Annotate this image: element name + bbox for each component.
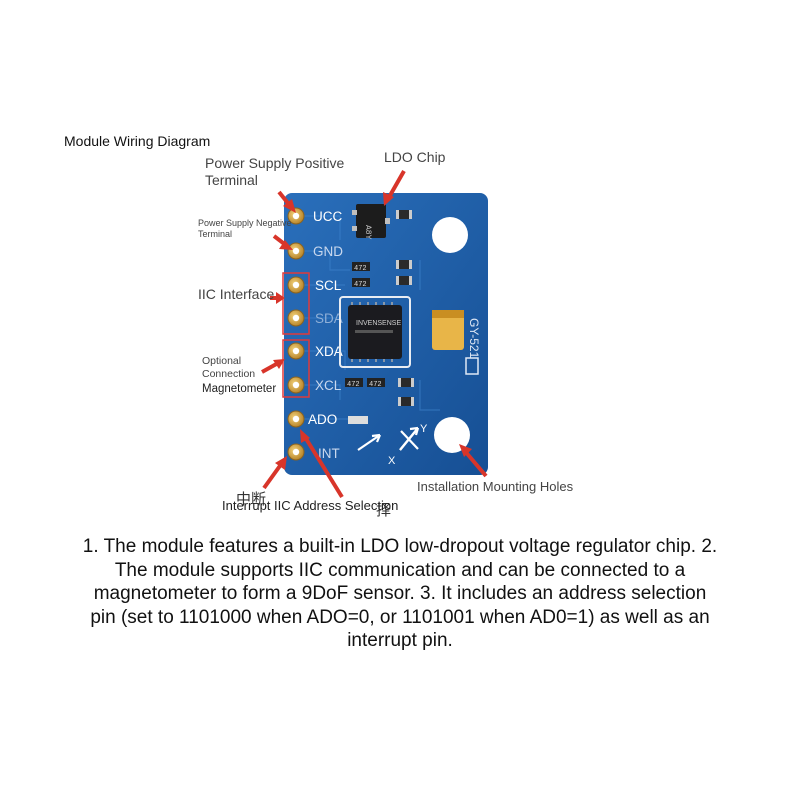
arrow-power-negative-icon bbox=[272, 234, 293, 250]
diagram-title: Module Wiring Diagram bbox=[64, 133, 211, 149]
callout-optional-connection: Optional Connection bbox=[202, 355, 256, 380]
pin-label-int: INT bbox=[318, 446, 340, 461]
arrow-interrupt-icon bbox=[262, 456, 287, 490]
arrow-address-icon bbox=[300, 429, 344, 499]
ldo-chip bbox=[356, 204, 386, 238]
pin-label-ado: ADO bbox=[308, 412, 337, 427]
optional-callout-box bbox=[282, 339, 310, 398]
callout-power-negative: Power Supply Negative Terminal bbox=[198, 218, 292, 239]
mounting-hole-bottom bbox=[434, 417, 470, 453]
arrow-iic-icon bbox=[270, 292, 285, 304]
resistor-marking-3: 472 bbox=[347, 381, 360, 389]
arrow-power-positive-icon bbox=[277, 190, 296, 213]
callout-interrupt-address: Interrupt IIC Address Selection bbox=[222, 498, 399, 513]
stray-text-1: 中断 bbox=[236, 491, 267, 508]
axis-label-x: X bbox=[388, 455, 396, 467]
arrow-optional-icon bbox=[261, 359, 285, 374]
stray-text-2: 择 bbox=[376, 502, 392, 519]
iic-callout-box bbox=[282, 272, 310, 335]
axis-label-y: Y bbox=[420, 423, 428, 435]
resistor-marking-1: 472 bbox=[354, 265, 367, 273]
chip-marking: INVENSENSE bbox=[356, 320, 401, 327]
model-marking: GY-521 bbox=[467, 318, 481, 359]
smd-components: 472 472 472 472 bbox=[345, 210, 414, 424]
arrow-mounting-icon bbox=[459, 444, 488, 478]
pin-pads bbox=[287, 207, 305, 461]
callout-ldo-chip: LDO Chip bbox=[384, 149, 446, 165]
callout-iic-interface: IIC Interface bbox=[198, 286, 275, 302]
resistor-marking-4: 472 bbox=[369, 381, 382, 389]
callout-power-positive: Power Supply Positive Terminal bbox=[205, 155, 345, 188]
pin-label-scl: SCL bbox=[315, 278, 342, 293]
pin-label-xda: XDA bbox=[315, 344, 343, 359]
ldo-marking: A8Y bbox=[363, 225, 372, 240]
pcb-traces bbox=[300, 215, 440, 420]
mpu-chip: INVENSENSE bbox=[339, 296, 411, 368]
callout-arrows bbox=[261, 170, 488, 499]
callout-mounting-holes: Installation Mounting Holes bbox=[417, 479, 574, 494]
callout-magnetometer: Magnetometer bbox=[202, 383, 277, 395]
pin-label-ucc: UCC bbox=[313, 209, 342, 224]
resistor-marking-2: 472 bbox=[354, 281, 367, 289]
mounting-hole-top bbox=[432, 217, 468, 253]
pin-label-sda: SDA bbox=[315, 311, 343, 326]
pin-label-gnd: GND bbox=[313, 244, 343, 259]
pin-label-xcl: XCL bbox=[315, 378, 342, 393]
tantalum-capacitor bbox=[432, 310, 464, 350]
description-caption: 1. The module features a built-in LDO lo… bbox=[82, 536, 718, 651]
arrow-ldo-icon bbox=[383, 170, 406, 206]
axis-arrows-icon bbox=[357, 426, 420, 451]
